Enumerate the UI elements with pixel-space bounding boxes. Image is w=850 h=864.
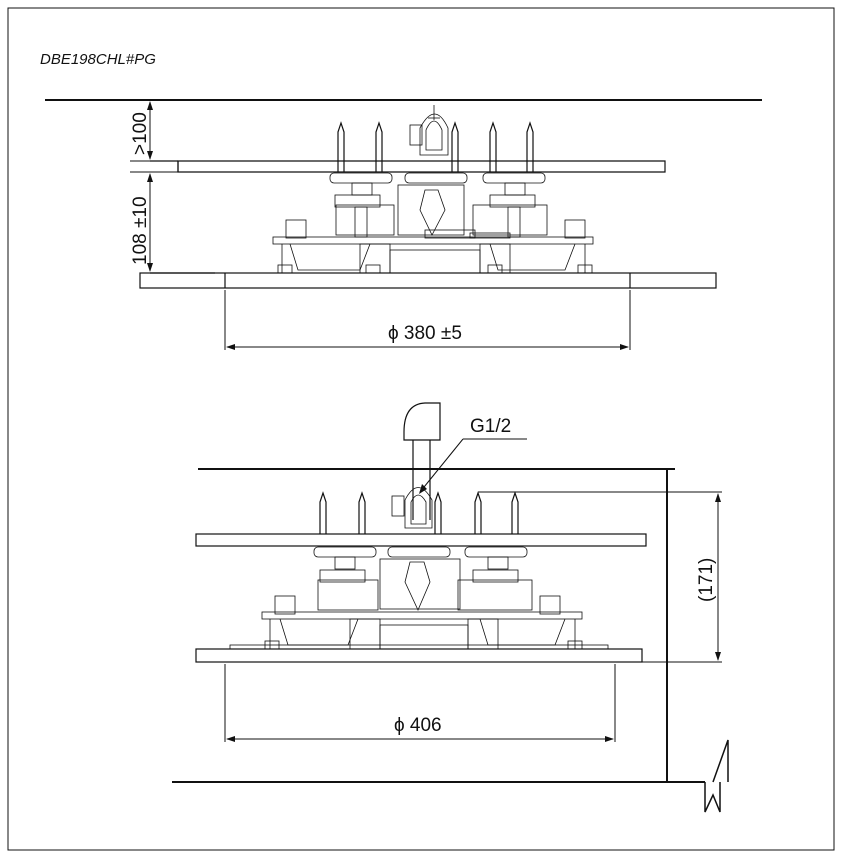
model-code: DBE198CHL#PG (40, 51, 156, 68)
top-clearance-label: >100 (130, 112, 151, 155)
bottom-view: G1/2 (171) ϕ 406 (172, 402, 729, 813)
drawing-border (7, 7, 835, 851)
top-diameter-label: ϕ 380 ±5 (388, 323, 462, 344)
thread-label: G1/2 (470, 416, 511, 437)
top-view: >100 108 ±10 ϕ 380 ±5 (45, 99, 762, 350)
bottom-diameter-label: ϕ 406 (394, 715, 442, 736)
top-height-label: 108 ±10 (130, 196, 151, 265)
bottom-height-label: (171) (696, 558, 717, 602)
